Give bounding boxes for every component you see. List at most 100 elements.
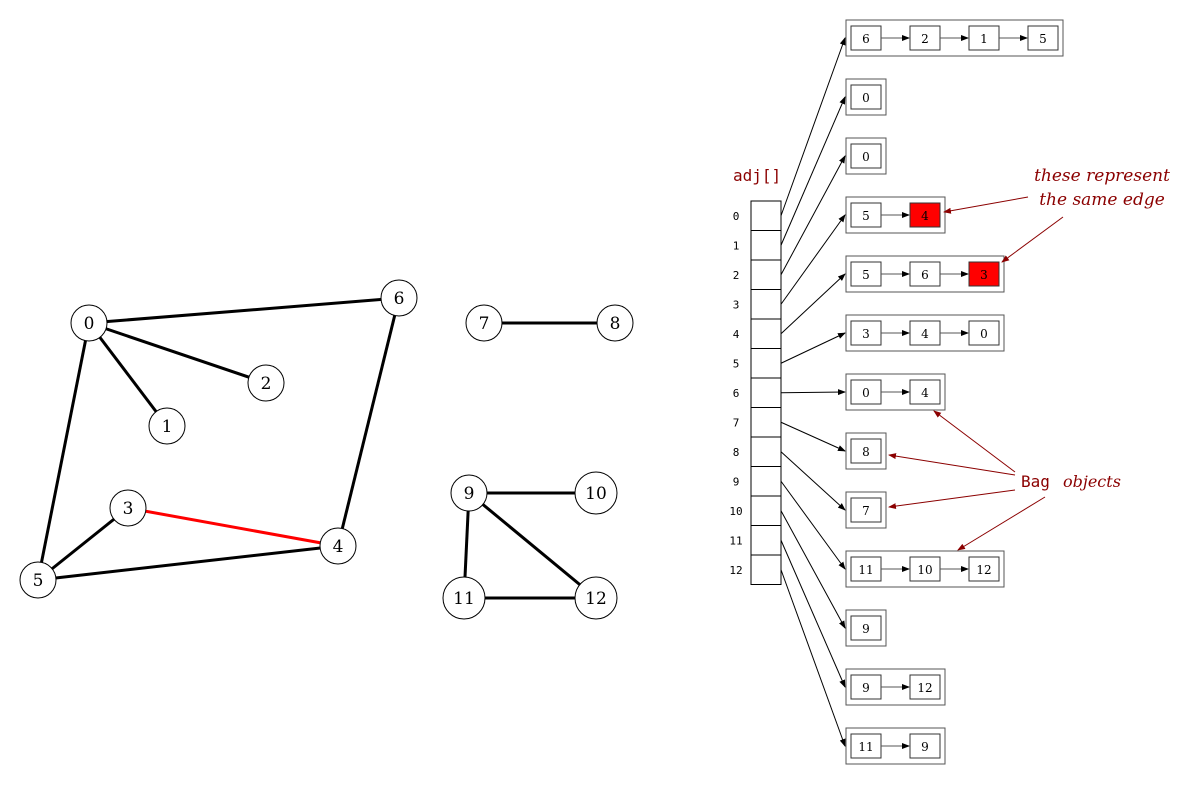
node-label: 3 [123, 499, 134, 519]
bag-node [909, 556, 941, 582]
bag-node [850, 615, 882, 641]
adj-index: 9 [733, 475, 740, 488]
bag-node-value: 0 [862, 150, 870, 164]
bag-node-value: 9 [921, 740, 929, 754]
adj-cell [750, 200, 782, 231]
bag-node-value: 5 [862, 268, 870, 282]
graph-edge [37, 506, 129, 582]
graph-node-9: 9 [450, 474, 488, 512]
bag-box [845, 550, 1005, 588]
bag-node [850, 84, 882, 110]
bag-8: 7 [845, 491, 887, 529]
adj-pointer-arrow [780, 332, 846, 364]
bag-node-value: 9 [862, 681, 870, 695]
bag-objects-label: objects [1063, 472, 1121, 491]
bag-box [845, 314, 1005, 352]
adj-pointer-arrow [780, 540, 846, 688]
annotation-same-edge: these represent the same edge [943, 166, 1170, 263]
annotation-arrow [957, 496, 1046, 551]
adj-index: 5 [733, 357, 740, 370]
graph-node-2: 2 [247, 364, 285, 402]
adj-cell [750, 348, 782, 379]
graph-node-1: 1 [148, 407, 186, 445]
graph-node-3: 3 [109, 489, 147, 527]
bag-node [850, 320, 882, 346]
bag-node [909, 674, 941, 700]
node-label: 0 [84, 314, 95, 334]
bag-box [845, 432, 887, 470]
node-label: 4 [333, 537, 344, 557]
node-label: 10 [585, 484, 607, 504]
graph-edge [468, 491, 597, 600]
node-circle [319, 527, 357, 565]
graph-edge [87, 322, 169, 427]
graph-node-12: 12 [574, 576, 618, 620]
node-label: 2 [261, 374, 272, 394]
adj-cell [750, 466, 782, 497]
annotation-line-2: the same edge [1039, 190, 1165, 210]
node-label: 9 [464, 484, 475, 504]
annotation-bag-objects: Bag objects [888, 410, 1121, 551]
node-circle [574, 576, 618, 620]
bag-node [850, 733, 882, 759]
node-circle [442, 576, 486, 620]
adj-cell [750, 318, 782, 349]
adj-pointer-arrow [780, 214, 846, 305]
node-label: 11 [453, 589, 475, 609]
bag-1: 0 [845, 78, 887, 116]
bag-node-value: 3 [862, 327, 870, 341]
bag-node-value: 10 [917, 563, 932, 577]
adj-index: 12 [729, 564, 742, 577]
adj-cell [750, 377, 782, 408]
adj-pointer-arrow [780, 510, 846, 629]
adj-pointer-arrow [780, 37, 846, 216]
bag-node-highlighted [968, 261, 1000, 287]
bag-node-highlighted [909, 202, 941, 228]
annotation-line-1: these represent [1034, 166, 1170, 186]
bag-node [1027, 25, 1059, 51]
node-circle [465, 304, 503, 342]
graph-node-5: 5 [19, 561, 57, 599]
bag-node [850, 556, 882, 582]
graph-node-6: 6 [380, 279, 418, 317]
bag-node-value: 0 [980, 327, 988, 341]
bag-box [845, 78, 887, 116]
bag-node [909, 379, 941, 405]
bag-box [845, 373, 946, 411]
node-label: 8 [610, 314, 621, 334]
adj-index: 4 [733, 328, 740, 341]
node-circle [19, 561, 57, 599]
bag-node-value: 6 [921, 268, 929, 282]
graph-edge [336, 297, 401, 547]
adj-index: 10 [729, 505, 742, 518]
bag-box [845, 609, 887, 647]
node-label: 12 [585, 589, 607, 609]
adj-pointer-arrow [780, 389, 846, 396]
graph-node-10: 10 [574, 471, 618, 515]
adj-cell [750, 436, 782, 467]
node-circle [596, 304, 634, 342]
bag-node [850, 261, 882, 287]
annotation-arrow [888, 489, 1016, 510]
adj-cell [750, 230, 782, 261]
bag-node-value: 12 [976, 563, 991, 577]
bag-node [850, 497, 882, 523]
adj-index: 2 [733, 269, 740, 282]
graph-node-4: 4 [319, 527, 357, 565]
bag-node-value: 1 [980, 32, 988, 46]
annotation-arrow [888, 453, 1016, 476]
adj-pointer-arrow [780, 155, 846, 275]
bag-10: 9 [845, 609, 887, 647]
bag-node-value: 8 [862, 445, 870, 459]
graph-edge [88, 296, 400, 325]
adj-cell [750, 407, 782, 438]
bag-box [845, 19, 1064, 57]
graph-node-8: 8 [596, 304, 634, 342]
bag-node [968, 320, 1000, 346]
graph-edge [88, 321, 267, 385]
bag-box [845, 491, 887, 529]
